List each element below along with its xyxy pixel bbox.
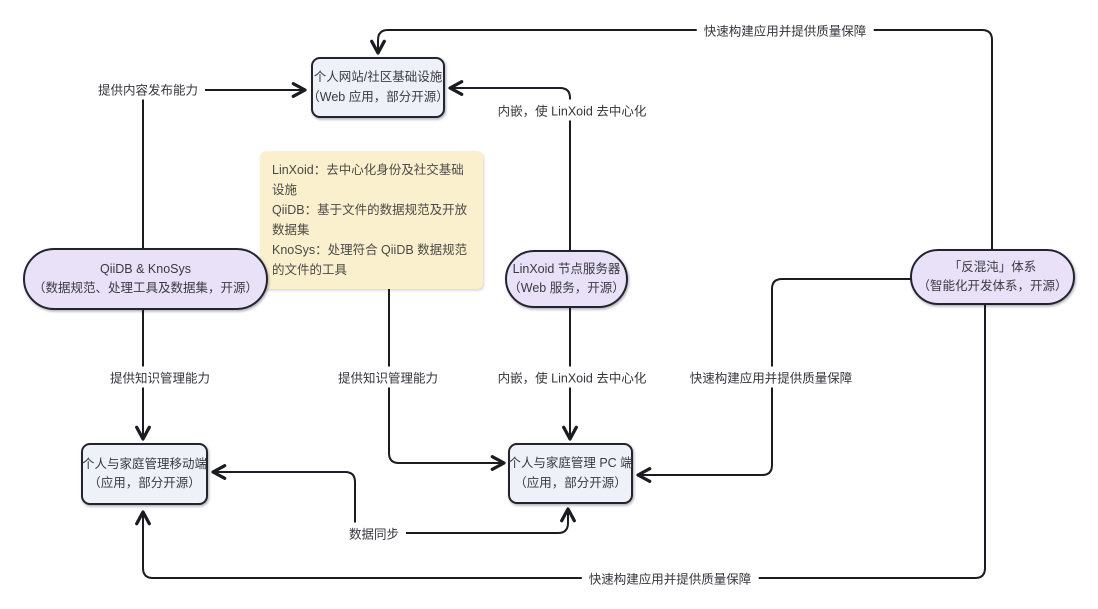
node-linxoid-server-title: LinXoid 节点服务器 [512,261,621,276]
node-linxoid-server: LinXoid 节点服务器 （Web 服务，开源） [505,250,628,308]
node-qiidb-knosys-subtitle: （数据规范、处理工具及数据集，开源） [32,281,258,295]
edge-antichaos-to-website [370,29,993,250]
node-antichaos-title: 「反混沌」体系 [948,259,1037,274]
node-mobile-app-title: 个人与家庭管理移动端 [82,456,208,471]
edge-antichaos-to-mobile [135,304,986,579]
edge-label-build-quality-top: 快速构建应用并提供质量保障 [696,19,874,41]
edge-label-knowledge-mgmt-mid: 提供知识管理能力 [330,366,446,388]
legend-note-line-linxoid: LinXoid：去中心化身份及社交基础设施 [272,163,464,197]
node-personal-website-title: 个人网站/社区基础设施 [313,70,443,85]
node-pc-app-subtitle: （应用，部分开源） [514,475,627,490]
legend-note-line-qiidb: QiiDB：基于文件的数据规范及开放数据集 [272,203,468,237]
node-mobile-app: 个人与家庭管理移动端 （应用，部分开源） [81,443,208,505]
edge-label-embed-decentralize-top: 内嵌，使 LinXoid 去中心化 [490,99,654,121]
node-antichaos: 「反混沌」体系 （智能化开发体系，开源） [910,249,1075,305]
edge-label-embed-decentralize-mid: 内嵌，使 LinXoid 去中心化 [490,366,654,388]
node-personal-website: 个人网站/社区基础设施 （Web 应用，部分开源） [307,57,449,118]
edge-label-build-quality-mid: 快速构建应用并提供质量保障 [682,366,860,388]
edge-linxoid-to-website [448,80,571,251]
legend-note: LinXoid：去中心化身份及社交基础设施 QiiDB：基于文件的数据规范及开放… [260,151,483,289]
node-antichaos-subtitle: （智能化开发体系，开源） [917,279,1068,293]
legend-note-line-knosys: KnoSys：处理符合 QiiDB 数据规范的文件的工具 [272,243,468,277]
node-qiidb-knosys-title: QiiDB & KnoSys [99,261,191,276]
edge-label-data-sync: 数据同步 [341,522,407,544]
edge-label-knowledge-mgmt-left: 提供知识管理能力 [102,366,218,388]
edge-label-build-quality-bottom: 快速构建应用并提供质量保障 [581,567,759,589]
edge-label-provide-publishing: 提供内容发布能力 [90,78,206,100]
node-pc-app-title: 个人与家庭管理 PC 端 [508,456,633,471]
node-personal-website-subtitle: （Web 应用，部分开源） [307,89,449,104]
node-mobile-app-subtitle: （应用，部分开源） [88,476,201,490]
node-qiidb-knosys: QiiDB & KnoSys （数据规范、处理工具及数据集，开源） [23,248,268,310]
node-pc-app: 个人与家庭管理 PC 端 （应用，部分开源） [508,443,633,504]
node-linxoid-server-subtitle: （Web 服务，开源） [508,281,625,295]
